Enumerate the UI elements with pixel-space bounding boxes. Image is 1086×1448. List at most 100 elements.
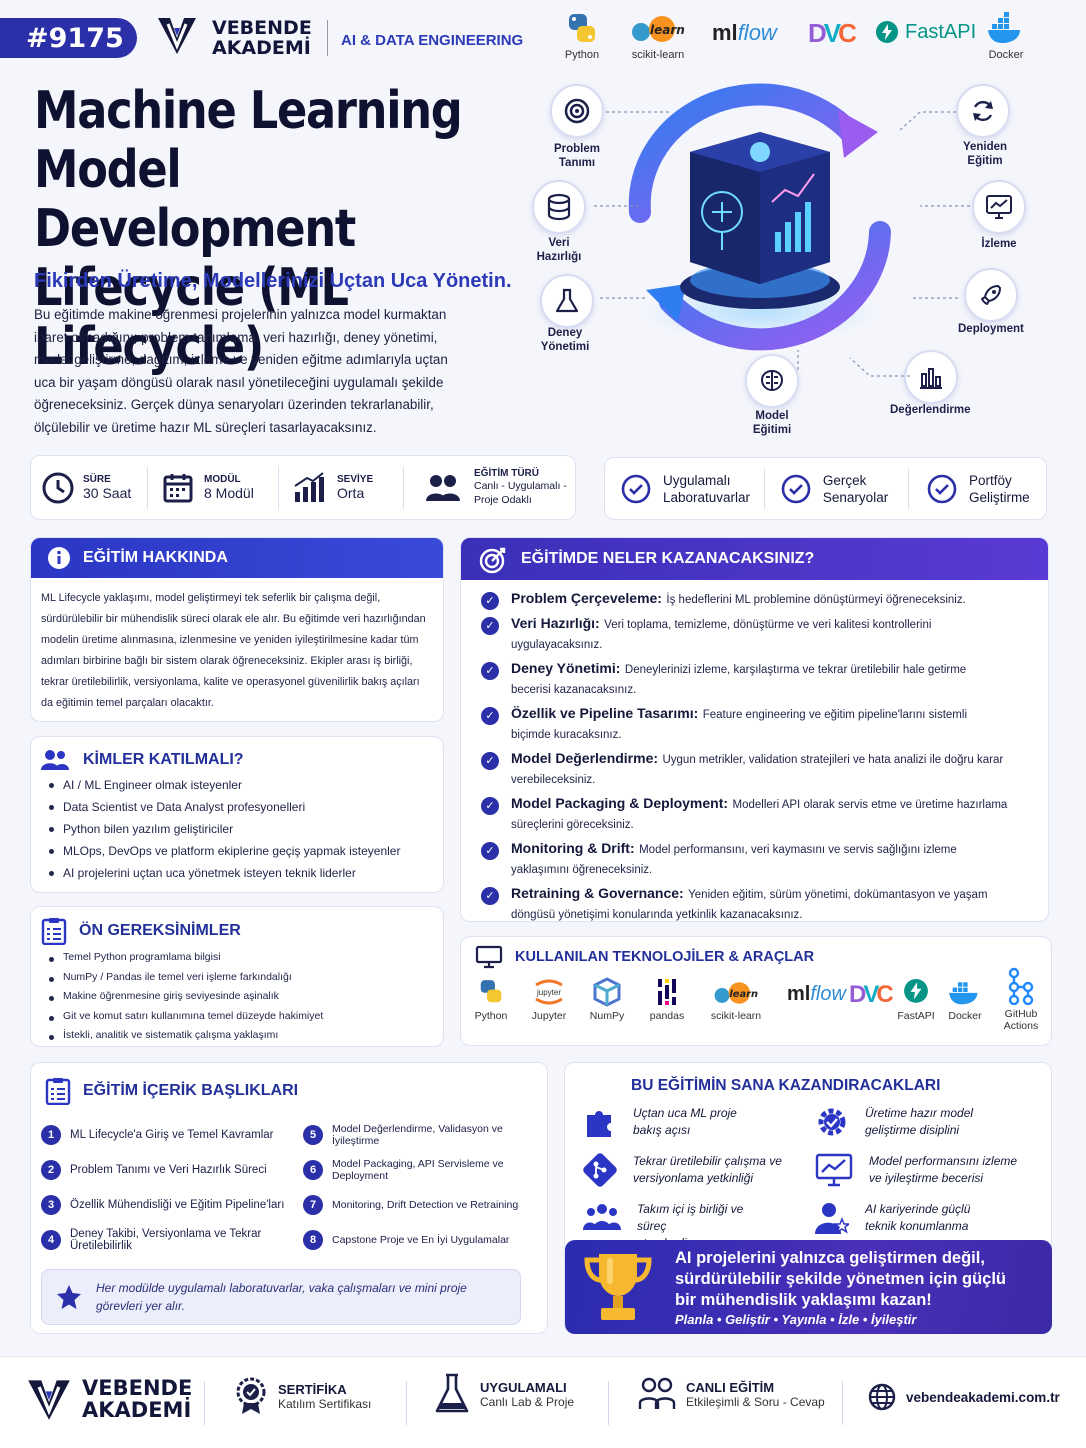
lifecycle-node-evaluation bbox=[904, 350, 958, 404]
git-branch-icon bbox=[583, 1153, 617, 1187]
dvc-logo: DVC bbox=[808, 18, 857, 48]
lifecycle-label-evaluation: Değerlendirme bbox=[890, 404, 971, 416]
docker-icon bbox=[988, 12, 1020, 43]
numpy-icon bbox=[593, 977, 621, 1007]
python-icon bbox=[480, 980, 502, 1003]
lifecycle-node-problem: Problem Tanımı bbox=[550, 84, 604, 170]
tool-python: Python bbox=[473, 977, 509, 1022]
tech-scikit-learn: learn scikit-learn bbox=[628, 12, 688, 61]
list-item: Data Scientist ve Data Analyst profesyon… bbox=[41, 796, 443, 818]
star-icon bbox=[57, 1285, 81, 1309]
brain-icon bbox=[760, 369, 784, 392]
flask-icon bbox=[435, 1373, 469, 1413]
lifecycle-node-experiment: Deney Yönetimi bbox=[538, 274, 594, 354]
check-icon: ✓ bbox=[481, 887, 499, 905]
rocket-icon bbox=[981, 285, 1001, 305]
fastapi-logo: FastAPI bbox=[875, 20, 976, 44]
scikit-learn-icon: learn bbox=[714, 982, 758, 1004]
list-item: AI projelerini uçtan uca yönetmek isteye… bbox=[41, 862, 443, 884]
vebende-logo-icon bbox=[158, 18, 196, 54]
people-outline-icon bbox=[638, 1377, 676, 1409]
clock-icon bbox=[42, 472, 74, 503]
check-icon: ✓ bbox=[481, 662, 499, 680]
puzzle-icon bbox=[587, 1111, 611, 1137]
check-circle-icon bbox=[781, 474, 811, 503]
tool-numpy: NumPy bbox=[587, 977, 627, 1022]
tool-mlflow: mlflow bbox=[787, 983, 846, 1005]
category-label: AI & DATA ENGINEERING bbox=[341, 32, 524, 49]
svg-text:learn: learn bbox=[650, 23, 685, 37]
feature-portfolio: Portföy Geliştirme bbox=[909, 472, 1046, 506]
gain-item: ✓Deney Yönetimi: Deneylerinizi izleme, k… bbox=[481, 660, 1008, 700]
team-icon bbox=[583, 1204, 621, 1230]
prerequisites-panel: ÖN GEREKSİNİMLER Temel Python programlam… bbox=[30, 906, 444, 1047]
course-number-tag: #9175 bbox=[0, 18, 137, 58]
lifecycle-node-training: Model Eğitimi bbox=[745, 354, 799, 437]
check-icon: ✓ bbox=[481, 752, 499, 770]
python-icon bbox=[569, 14, 595, 42]
gain-item: ✓Model Değerlendirme: Uygun metrikler, v… bbox=[481, 750, 1008, 790]
cta-banner: AI projelerini yalnızca geliştirmen deği… bbox=[565, 1240, 1052, 1334]
vebende-logo bbox=[156, 14, 198, 61]
mlflow-logo: mlflow bbox=[712, 20, 777, 45]
check-icon: ✓ bbox=[481, 707, 499, 725]
check-icon: ✓ bbox=[481, 842, 499, 860]
monitor-chart-icon bbox=[815, 1153, 853, 1187]
globe-icon bbox=[868, 1383, 896, 1411]
features-bar: Uygulamalı Laboratuvarlar Gerçek Senaryo… bbox=[604, 457, 1047, 520]
lifecycle-node-deployment bbox=[964, 268, 1018, 322]
flask-icon bbox=[555, 288, 579, 313]
tool-github-actions: GitHub Actions bbox=[997, 967, 1045, 1032]
check-circle-icon bbox=[927, 474, 957, 503]
tool-docker: Docker bbox=[945, 977, 985, 1022]
github-actions-icon bbox=[1008, 967, 1034, 1006]
info-icon bbox=[48, 547, 70, 569]
vebende-logo-icon bbox=[28, 1380, 70, 1420]
bar-chart-icon bbox=[920, 368, 942, 389]
checklist-icon bbox=[45, 1078, 71, 1105]
people-icon bbox=[426, 474, 460, 501]
lifecycle-node-monitoring: İzleme bbox=[972, 180, 1026, 251]
refresh-icon bbox=[973, 100, 993, 122]
feature-labs: Uygulamalı Laboratuvarlar bbox=[605, 472, 764, 506]
topics-note: Her modülde uygulamalı laboratuvarlar, v… bbox=[41, 1269, 521, 1325]
gain-item: ✓Retraining & Governance: Yeniden eğitim… bbox=[481, 885, 1008, 925]
target-arrow-icon bbox=[479, 547, 506, 574]
list-item: AI / ML Engineer olmak isteyenler bbox=[41, 774, 443, 796]
users-icon bbox=[41, 750, 69, 770]
tech-python: Python bbox=[563, 12, 601, 61]
prerequisites-list: Temel Python programlama bilgisi NumPy /… bbox=[41, 948, 443, 1046]
list-item: Python bilen yazılım geliştiriciler bbox=[41, 818, 443, 840]
intro-paragraph: Bu eğitimde makine öğrenmesi projelerini… bbox=[34, 307, 448, 435]
checklist-icon bbox=[41, 918, 67, 945]
pandas-icon bbox=[658, 979, 676, 1005]
page-subtitle: Fikirden Üretime, Modellerinizi Uçtan Uc… bbox=[34, 270, 512, 292]
footer-website[interactable]: vebendeakademi.com.tr bbox=[868, 1383, 1060, 1411]
about-header: EĞİTİM HAKKINDA bbox=[31, 538, 443, 578]
header-divider bbox=[327, 20, 328, 56]
lifecycle-ring-illustration bbox=[628, 83, 891, 351]
trophy-icon bbox=[584, 1254, 652, 1320]
lifecycle-node-retraining: Yeniden Eğitim bbox=[956, 84, 1014, 168]
list-item: Git ve komut satırı kullanımına temel dü… bbox=[41, 1007, 443, 1027]
list-item: NumPy / Pandas ile temel veri işleme far… bbox=[41, 968, 443, 988]
fastapi-icon bbox=[904, 979, 928, 1003]
gain-item: ✓Model Packaging & Deployment: Modelleri… bbox=[481, 795, 1008, 835]
